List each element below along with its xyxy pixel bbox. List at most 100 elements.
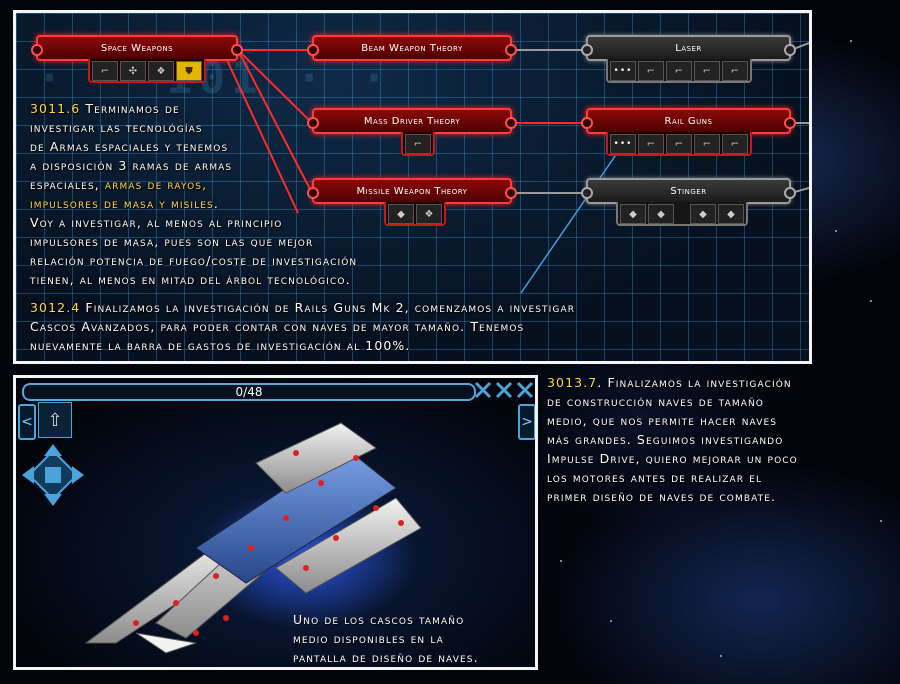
story-line: Finalizamos la investigación de Rails Gu…: [85, 300, 576, 315]
connector-dot: [784, 117, 796, 129]
tech-tree-panel: · · 101 · · Space Weapons ⌐ ✣ ❖ ⛊ Be: [13, 10, 812, 364]
story-line: espaciales,: [30, 177, 100, 192]
laser-icon[interactable]: ⌐: [694, 61, 720, 81]
connector-dot: [505, 44, 517, 56]
story-line: de construcción naves de tamaño: [547, 394, 764, 409]
tech-node-mass-driver-theory[interactable]: Mass Driver Theory: [307, 108, 517, 134]
armor-icon[interactable]: ❖: [148, 61, 174, 81]
story-paragraph-3011: 3011.6 Terminamos de investigar las tecn…: [30, 99, 510, 289]
story-line: Terminamos de: [85, 101, 180, 116]
rotate-left-icon: [22, 466, 34, 484]
story-highlight: impulsores de masa y misiles: [30, 196, 214, 211]
connector-dot: [307, 44, 319, 56]
story-line: primer diseño de naves de combate.: [547, 489, 777, 504]
more-icon[interactable]: •••: [610, 134, 636, 154]
story-line: los motores antes de realizar el: [547, 470, 763, 485]
mass-driver-icon[interactable]: ⌐: [405, 134, 431, 154]
connector-dot: [581, 187, 593, 199]
laser-icon[interactable]: ⌐: [666, 61, 692, 81]
missile-icon[interactable]: ◆: [690, 204, 716, 224]
drone-icon[interactable]: ✣: [120, 61, 146, 81]
story-line: Cascos Avanzados, para poder contar con …: [30, 319, 525, 334]
rail-gun-icon[interactable]: ⌐: [638, 134, 664, 154]
tech-node-rail-guns[interactable]: Rail Guns: [581, 108, 796, 134]
connector-dot: [581, 44, 593, 56]
weapon-slot-icon[interactable]: [474, 381, 492, 399]
weapon-slot-icon[interactable]: [495, 381, 513, 399]
hull-thumbnail[interactable]: ⇧: [38, 402, 72, 438]
module-type-icons: [474, 381, 534, 399]
tech-node-stinger[interactable]: Stinger: [581, 178, 796, 204]
tech-tree-connectors: [225, 42, 809, 294]
story-highlight: armas de rayos,: [104, 177, 208, 192]
tech-node-label: Rail Guns: [664, 115, 713, 127]
mine-icon[interactable]: ❖: [416, 204, 442, 224]
connector-dot: [307, 117, 319, 129]
missile-icon[interactable]: ◆: [718, 204, 744, 224]
rail-gun-icon[interactable]: ⌐: [666, 134, 692, 154]
tech-node-space-weapons[interactable]: Space Weapons: [31, 35, 243, 61]
connector-dot: [784, 44, 796, 56]
laser-icon[interactable]: ⌐: [638, 61, 664, 81]
rotate-right-icon: [72, 466, 84, 484]
next-hull-button[interactable]: >: [518, 404, 535, 440]
caption-line: Uno de los cascos tamaño: [293, 612, 465, 627]
story-line: nuevamente la barra de gastos de investi…: [30, 338, 411, 353]
connector-dot: [307, 187, 319, 199]
story-line: impulsores de masa, pues son las que mej…: [30, 234, 314, 249]
connector-dot: [31, 44, 43, 56]
hull-caption: Uno de los cascos tamaño medio disponibl…: [293, 610, 535, 667]
tech-node-items: ◆ ❖: [384, 202, 446, 226]
story-line: relación potencia de fuego/coste de inve…: [30, 253, 358, 268]
missile-icon[interactable]: ◆: [388, 204, 414, 224]
caption-line: medio disponibles en la: [293, 631, 444, 646]
capacity-progress-bar: 0/48: [22, 383, 476, 401]
story-date: 3013.7: [547, 375, 598, 390]
story-line: investigar las tecnológías: [30, 120, 203, 135]
tech-node-beam-weapon-theory[interactable]: Beam Weapon Theory: [307, 35, 517, 61]
story-line: tienen, al menos en mitad del árbol tecn…: [30, 272, 351, 287]
missile-icon[interactable]: ◆: [620, 204, 646, 224]
shield-icon[interactable]: ⛊: [176, 61, 202, 81]
connector-dot: [231, 44, 243, 56]
story-paragraph-3012: 3012.4 Finalizamos la investigación de R…: [30, 298, 805, 355]
tech-node-items: ••• ⌐ ⌐ ⌐ ⌐: [606, 132, 752, 156]
story-line: de Armas espaciales y tenemos: [30, 139, 229, 154]
camera-rotate-pad[interactable]: [20, 442, 86, 508]
story-date: 3011.6: [30, 101, 81, 116]
tech-node-label: Laser: [675, 42, 702, 54]
connector-dot: [784, 187, 796, 199]
tech-node-items: ◆ ◆ ◆ ◆: [616, 202, 748, 226]
tech-node-laser[interactable]: Laser: [581, 35, 796, 61]
tech-node-label: Mass Driver Theory: [363, 115, 461, 127]
tech-node-items: ⌐ ✣ ❖ ⛊: [88, 59, 206, 83]
gun-icon[interactable]: ⌐: [92, 61, 118, 81]
ship-hull-model: [84, 422, 422, 654]
story-paragraph-3013: 3013.7. Finalizamos la investigación de …: [547, 373, 892, 506]
story-line: Impulse Drive, quiero mejorar un poco: [547, 451, 798, 466]
rotate-down-icon: [44, 494, 62, 506]
tech-node-label: Beam Weapon Theory: [361, 42, 463, 54]
tech-node-label: Stinger: [670, 185, 707, 197]
weapon-slot-icon[interactable]: [516, 381, 534, 399]
rail-gun-icon[interactable]: ⌐: [694, 134, 720, 154]
story-line: .: [213, 196, 219, 211]
rail-gun-icon[interactable]: ⌐: [722, 134, 748, 154]
story-line: Voy a investigar, al menos al principio: [30, 215, 283, 230]
laser-icon[interactable]: ⌐: [722, 61, 748, 81]
story-line: . Finalizamos la investigación: [597, 375, 792, 390]
previous-hull-button[interactable]: <: [18, 404, 36, 440]
ship-designer-panel: 0/48 < > ⇧: [13, 375, 538, 670]
connector-dot: [505, 187, 517, 199]
connector-dot: [581, 117, 593, 129]
tech-node-label: Space Weapons: [100, 42, 174, 54]
story-date: 3012.4: [30, 300, 81, 315]
tech-node-label: Missile Weapon Theory: [356, 185, 468, 197]
rotate-up-icon: [44, 444, 62, 456]
story-line: medio, que nos permite hacer naves: [547, 413, 778, 428]
story-line: a disposición 3 ramas de armas: [30, 158, 233, 173]
tech-node-items: ••• ⌐ ⌐ ⌐ ⌐: [606, 59, 752, 83]
missile-icon[interactable]: ◆: [648, 204, 674, 224]
tech-node-missile-weapon-theory[interactable]: Missile Weapon Theory: [307, 178, 517, 204]
more-icon[interactable]: •••: [610, 61, 636, 81]
